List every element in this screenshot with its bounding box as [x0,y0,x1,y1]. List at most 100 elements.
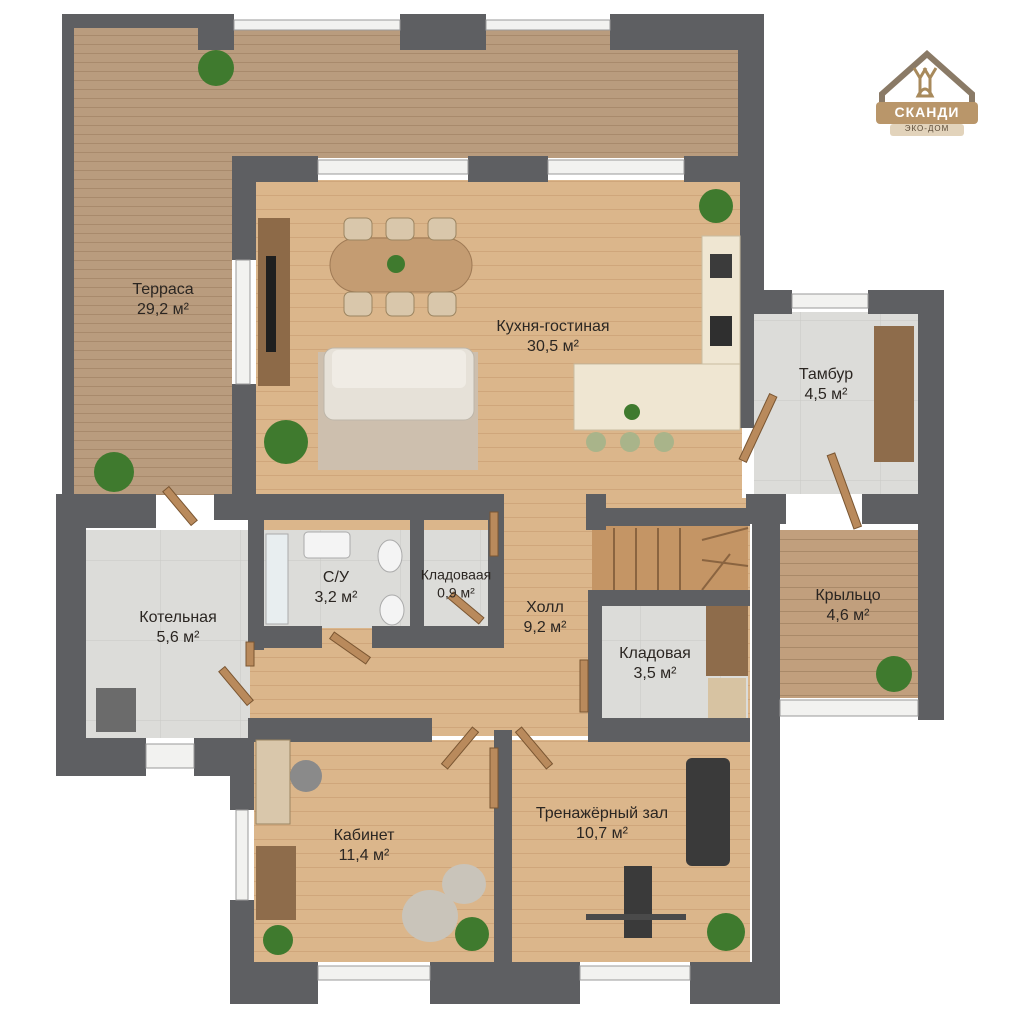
wall [62,14,74,496]
wall [430,962,580,1004]
window [235,259,251,385]
sofa-back [332,350,466,388]
wall [62,14,198,28]
wall [372,626,502,648]
barbell [586,914,686,920]
tv [266,256,276,352]
window [779,699,919,717]
wall [918,700,944,720]
plant [264,420,308,464]
desk [255,739,291,825]
door [514,726,554,770]
wall [56,494,86,776]
armchair [442,864,486,904]
door [245,641,255,667]
plant [699,189,733,223]
window [233,19,401,31]
plant [455,917,489,951]
door [218,665,254,707]
plant [198,50,234,86]
wall [214,494,504,520]
wall [56,738,146,776]
plant [263,925,293,955]
shelving [706,606,748,676]
toilet [379,594,405,626]
door [489,747,499,809]
wall [468,156,548,182]
staircase [613,527,749,591]
wall [862,494,944,524]
armchair [402,890,458,942]
wall [738,14,764,160]
door [826,452,863,530]
door [328,631,372,665]
shelving [708,678,746,718]
wall [588,590,750,606]
wall [588,718,750,742]
brand-logo: СКАНДИ ЭКО-ДОМ [868,38,986,156]
door [447,591,485,625]
kitchen-island [573,363,741,431]
brand-name: СКАНДИ [894,104,960,120]
plant [707,913,745,951]
wall [198,14,234,50]
plant [876,656,912,692]
shower [265,533,289,625]
wall [690,962,780,1004]
window [485,19,611,31]
plant [94,452,134,492]
window [791,293,869,309]
wall [740,156,764,292]
pantry-small-floor [422,530,490,628]
wall [410,520,424,628]
wall [248,520,264,650]
doors [162,393,863,809]
window [317,965,431,981]
wall [248,718,432,742]
terrace-floor-left [72,150,232,495]
office-chair [290,760,322,792]
bar-stools [586,432,674,452]
bookshelf [256,846,296,920]
wall [400,14,486,50]
treadmill [686,758,730,866]
hob [710,316,732,346]
door [738,393,778,463]
toilet [377,539,403,573]
wall [740,310,754,428]
house-deer-icon [876,49,978,136]
boiler-unit [96,688,136,732]
door [489,511,499,557]
door [579,659,589,713]
window [547,159,685,175]
windows [145,19,919,981]
door [162,485,198,527]
brand-tagline: ЭКО-ДОМ [904,124,950,133]
wall [586,508,750,526]
wall [752,494,780,1004]
wall [262,626,322,648]
walls [56,14,944,1004]
washbasin [303,531,351,559]
plant [387,255,405,273]
wall [230,962,318,1004]
stair-area [592,526,748,592]
window [145,743,195,769]
window [317,159,469,175]
window [235,809,249,901]
weight-bench [624,866,652,938]
wall [230,738,254,810]
window [579,965,691,981]
plant [624,404,640,420]
plants [94,50,912,955]
sink [710,254,732,278]
wall [232,156,256,260]
wall [588,590,602,722]
bench [874,326,914,462]
room-furniture [96,326,914,942]
door [440,726,480,770]
dining-chairs [343,217,457,317]
wall [232,384,256,514]
